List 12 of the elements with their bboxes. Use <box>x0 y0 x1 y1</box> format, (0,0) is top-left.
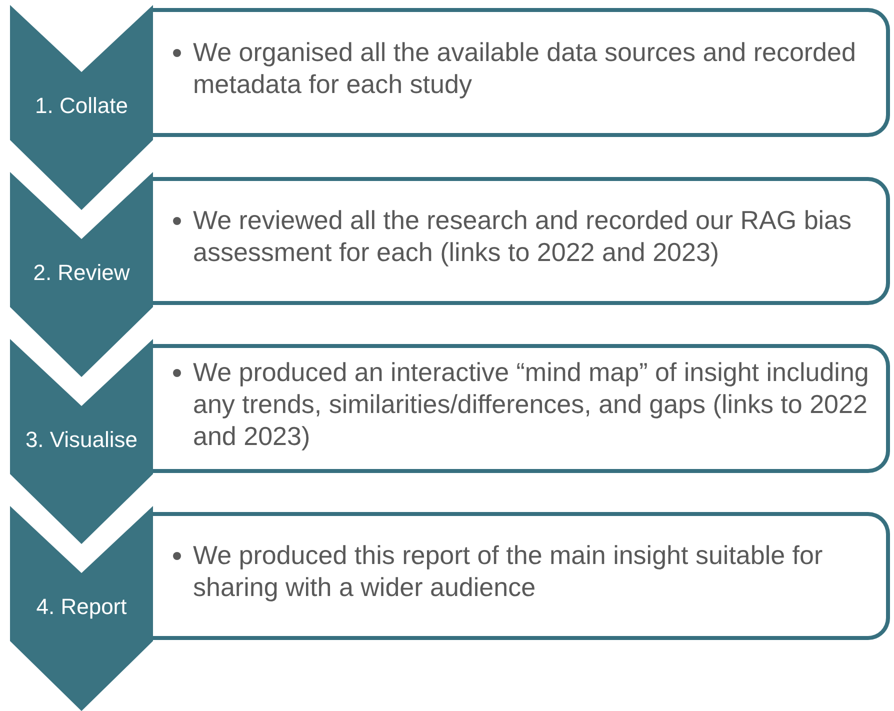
step-label: 2. Review <box>32 260 131 286</box>
step-label: 4. Report <box>35 594 128 620</box>
description-text: We produced this report of the main insight suitable for sharing with a wider audience <box>193 539 824 603</box>
description-text: We produced an interactive “mind map” of insight including any trends, similarities/differences, and gaps (links to 2022 and 2023) <box>193 356 870 452</box>
step-description-box <box>153 344 890 473</box>
step-label: 3. Visualise <box>24 427 139 453</box>
description-text: We organised all the available data sources and recorded metadata for each study <box>193 36 857 100</box>
step-label: 1. Collate <box>34 93 129 119</box>
step-description-box <box>153 8 890 137</box>
step-description-box <box>153 177 890 305</box>
description-text: We reviewed all the research and recorded our RAG bias assessment for each (links to 2022 and 2023) <box>193 204 853 268</box>
step-description-box <box>153 512 890 640</box>
